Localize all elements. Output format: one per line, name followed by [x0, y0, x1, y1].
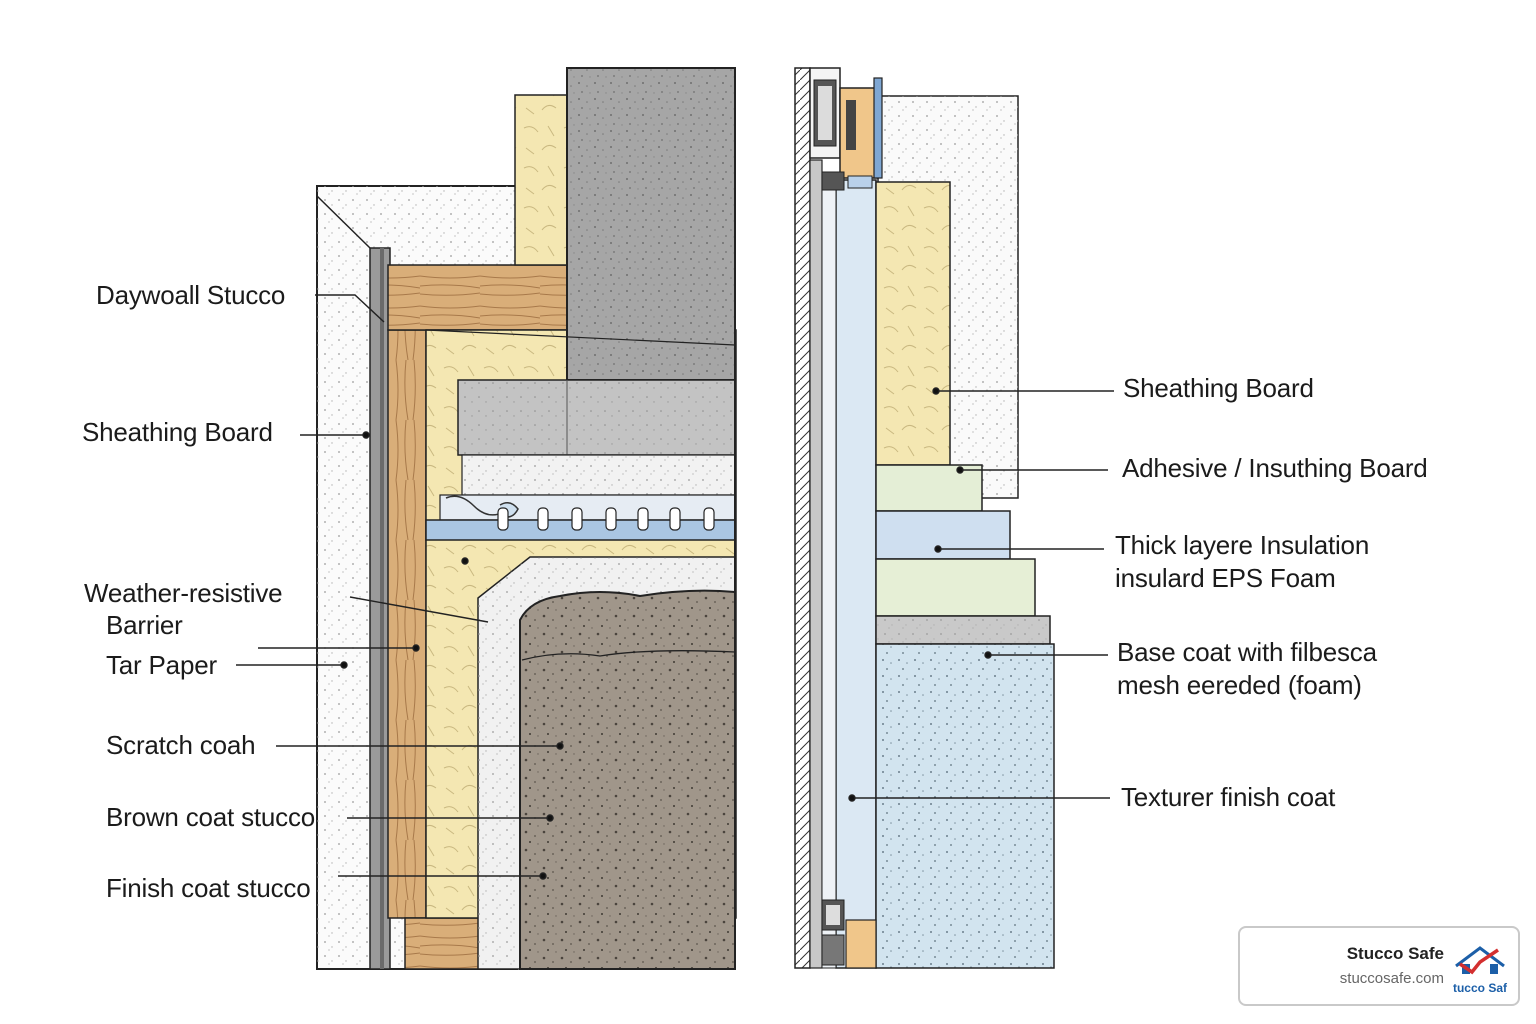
label-brown-coat: Brown coat stucco: [106, 802, 316, 832]
label-thick-insulation: Thick layere Insulation: [1115, 530, 1370, 560]
brand-url[interactable]: stuccosafe.com: [1339, 970, 1444, 987]
brand-logo-text: tucco Saf: [1453, 981, 1508, 995]
brand-badge[interactable]: Stucco Safe stuccosafe.com tucco Saf: [1238, 926, 1520, 1006]
leader-lines: [236, 294, 1114, 880]
label-weather-resistive: Weather-resistive: [84, 578, 283, 608]
label-finish-coat: Finish coat stucco: [106, 873, 311, 903]
label-sheathing-board-right: Sheathing Board: [1123, 373, 1314, 403]
metal-lath-rail: [425, 494, 736, 541]
label-base-coat: Base coat with filbesca: [1117, 637, 1377, 667]
traditional-stucco-section: [316, 67, 737, 970]
house-check-icon: tucco Saf: [1453, 946, 1508, 995]
eifs-section: [794, 67, 1055, 969]
label-drywall-stucco: Daywoall Stucco: [96, 280, 286, 310]
label-tar-paper: Tar Paper: [106, 650, 217, 680]
label-eps-foam: insulard EPS Foam: [1115, 563, 1336, 593]
label-scratch-coat: Scratch coah: [106, 730, 256, 760]
label-sheathing-board-left: Sheathing Board: [82, 417, 273, 447]
label-textured-finish: Texturer finish coat: [1121, 782, 1336, 812]
label-mesh: mesh eereded (foam): [1117, 670, 1362, 700]
label-adhesive: Adhesive / Insuthing Board: [1122, 453, 1428, 483]
label-barrier: Barrier: [106, 610, 183, 640]
top-flashing-detail: [809, 67, 883, 191]
brand-name: Stucco Safe: [1346, 944, 1444, 963]
bottom-flashing-detail: [821, 899, 877, 969]
